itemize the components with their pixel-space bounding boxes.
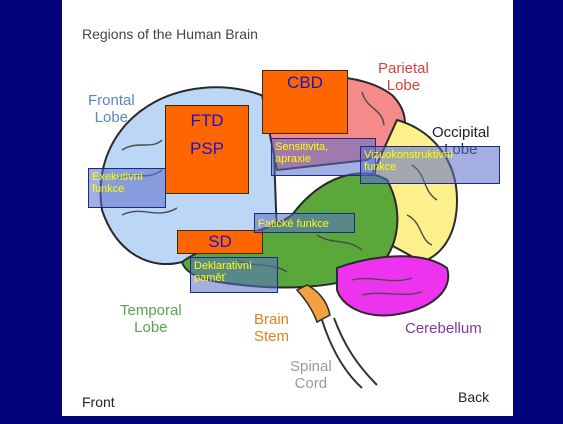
cbd-box: CBD [262, 70, 348, 134]
brain-illustration [62, 0, 513, 416]
faticke-box: Fatické funkce [254, 213, 355, 233]
spinal-cord-line [334, 318, 377, 385]
cerebellum-region [337, 256, 448, 315]
front-label: Front [82, 394, 115, 410]
frame-left [0, 0, 62, 424]
brain-stem-region [297, 285, 330, 322]
ftd-label: FTD [166, 112, 248, 130]
frame-bottom [0, 416, 563, 424]
sensitivita-text: Sensitivita,apraxie [275, 141, 328, 165]
sd-box: SD [177, 230, 263, 254]
ftd-psp-box: FTD PSP [165, 105, 249, 194]
diagram-title: Regions of the Human Brain [82, 26, 258, 42]
cerebellum-label: Cerebellum [405, 320, 482, 337]
back-label: Back [458, 389, 489, 405]
frame-right [513, 0, 563, 424]
psp-label: PSP [166, 140, 248, 158]
